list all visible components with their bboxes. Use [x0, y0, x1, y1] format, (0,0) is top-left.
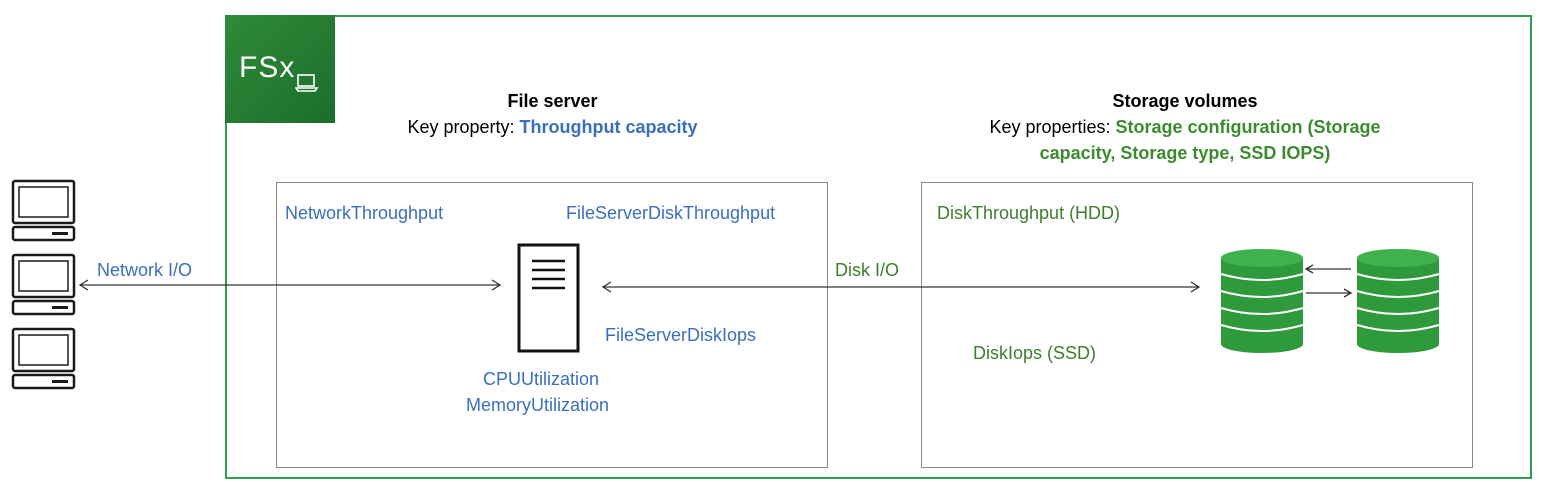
fsx-frame — [225, 15, 1532, 479]
metric-file-server-disk-throughput: FileServerDiskThroughput — [566, 203, 776, 223]
metric-file-server-disk-iops: FileServerDiskIops — [605, 325, 757, 345]
storage-volumes-heading: Storage volumes Key properties: Storage … — [935, 88, 1435, 166]
metric-disk-throughput-hdd: DiskThroughput (HDD) — [937, 203, 1121, 223]
file-server-heading: File server Key property: Throughput cap… — [330, 88, 775, 140]
file-server-title: File server — [507, 91, 598, 111]
fsx-badge-label: FSx — [239, 51, 296, 84]
client-computer-icon — [11, 179, 76, 242]
metric-disk-iops-ssd: DiskIops (SSD) — [973, 343, 1097, 363]
file-server-key-prefix: Key property: — [407, 117, 520, 137]
storage-database-icon — [1356, 249, 1440, 353]
storage-volumes-key-prefix: Key properties: — [989, 117, 1116, 137]
replication-arrows — [1304, 264, 1353, 298]
file-server-icon — [517, 243, 580, 353]
storage-volumes-key-value-2: capacity, Storage type, SSD IOPS) — [1039, 143, 1331, 163]
client-computer-icon — [11, 253, 76, 316]
storage-volumes-title: Storage volumes — [1112, 91, 1258, 111]
client-computer-icon — [11, 327, 76, 390]
metric-cpu-utilization: CPUUtilization — [483, 369, 600, 389]
storage-volumes-key-value-1: Storage configuration (Storage — [1115, 117, 1381, 137]
fsx-badge: FSx — [225, 15, 335, 123]
file-server-key-value: Throughput capacity — [519, 117, 698, 137]
disk-io-arrow — [601, 281, 1201, 293]
network-io-label: Network I/O — [97, 260, 193, 280]
disk-io-label: Disk I/O — [835, 260, 900, 280]
metric-network-throughput: NetworkThroughput — [285, 203, 444, 223]
fsx-laptop-icon — [295, 74, 319, 92]
network-io-arrow — [78, 279, 502, 291]
metric-memory-utilization: MemoryUtilization — [466, 395, 610, 415]
storage-database-icon — [1220, 249, 1304, 353]
